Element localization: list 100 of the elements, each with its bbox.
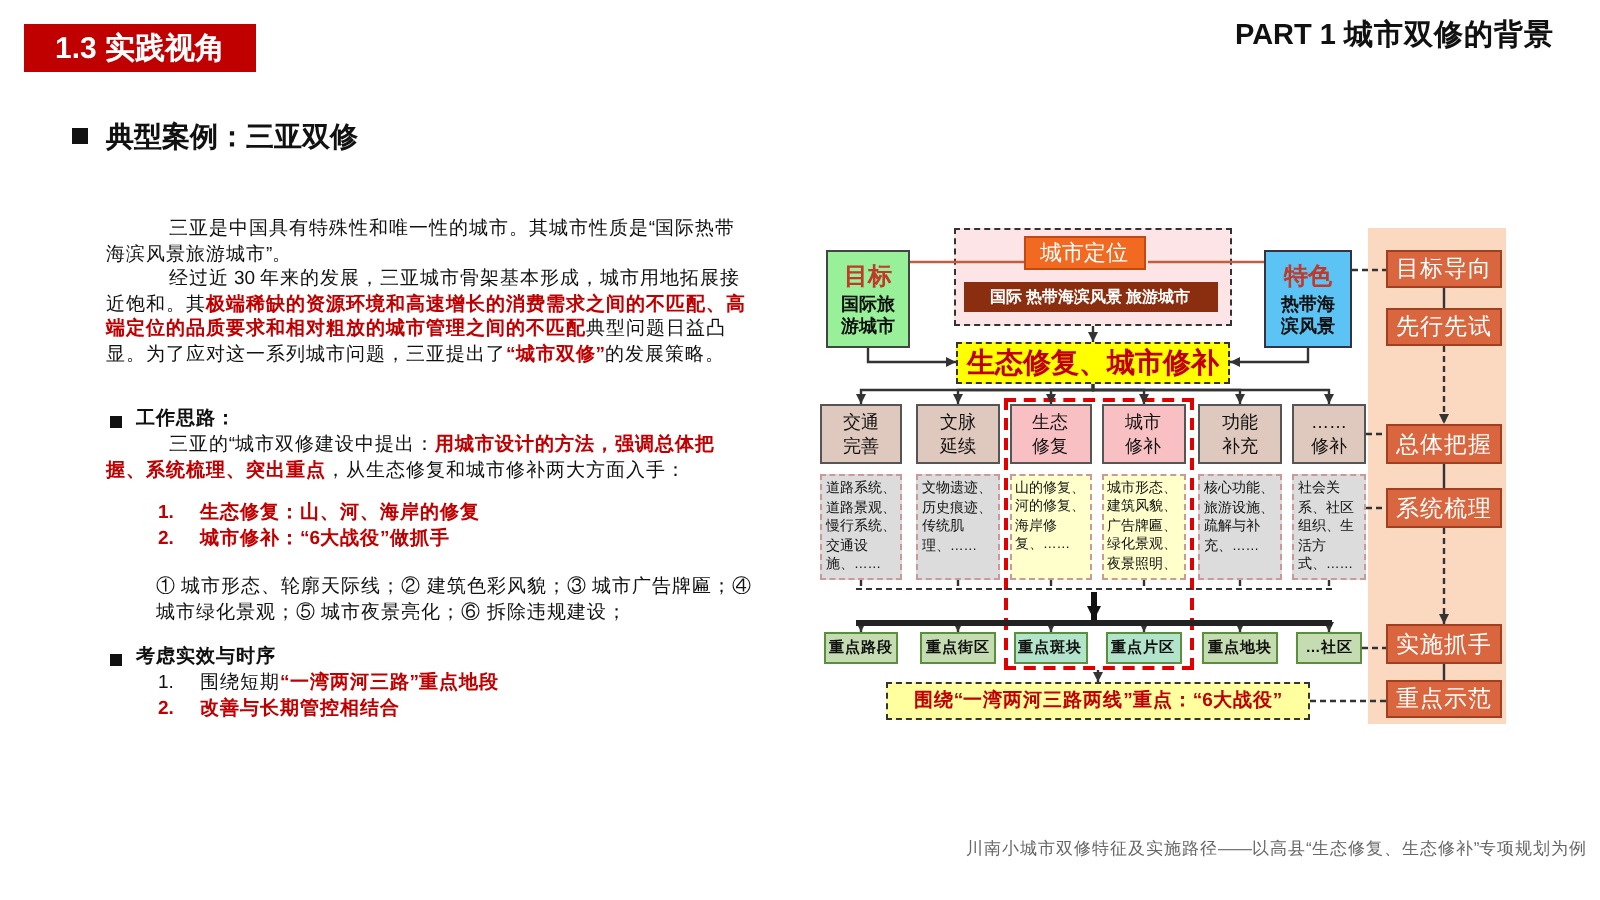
paragraph: 三亚的“城市双修建设中提出：用城市设计的方法，强调总体把握、系统梳理、突出重点，从生态修复和城市修补两大方面入手： <box>106 434 718 484</box>
arrow <box>1235 622 1245 632</box>
campaign-box <box>886 682 1310 720</box>
connector-line <box>1148 260 1264 264</box>
box-title: 实施抓手 <box>1396 630 1492 659</box>
connector-line <box>1366 432 1386 436</box>
list-number: 2. <box>158 698 174 723</box>
step-box <box>1386 250 1502 288</box>
list-item: ① 城市形态、轮廓天际线；② 建筑色彩风貌；③ 城市广告牌匾；④ 城市绿化景观；⑤ 城市夜景亮化；⑥ 拆除违规建设； <box>156 576 754 626</box>
box-title: 文脉延续 <box>938 410 978 458</box>
arrow <box>1087 592 1101 620</box>
connector-line <box>1362 646 1386 650</box>
box-title: 系统梳理 <box>1396 494 1492 523</box>
arrow <box>1439 346 1449 424</box>
connector-line <box>1238 580 1242 588</box>
paragraph: 经过近 30 年来的发展，三亚城市骨架基本形成，城市用地拓展接近饱和。其极端稀缺的资源环境和高速增长的消费需求之间的不匹配、高端定位的品质要求和相对粗放的城市管理之间的不匹配典型问题日益凸显。为了应对这一系列城市问题，三亚提出了“城市双修”的发展策略。 <box>106 268 748 368</box>
box-title: 目标导向 <box>1396 255 1492 284</box>
list-number: 1. <box>158 502 174 527</box>
feature-box <box>1264 250 1352 348</box>
box-title: 重点示范 <box>1396 685 1492 714</box>
category-box <box>1009 403 1091 463</box>
arrow <box>1088 326 1098 342</box>
section-tag <box>24 24 256 72</box>
detail-box <box>1292 474 1366 580</box>
strategy-box <box>956 342 1230 384</box>
connector-line <box>1049 580 1053 588</box>
list-number: 2. <box>158 528 174 553</box>
step-box <box>1386 308 1502 346</box>
arrow <box>1439 528 1449 624</box>
page-title: PART 1 城市双修的背景 <box>1234 18 1554 54</box>
focus-box <box>1013 631 1087 663</box>
arrow <box>1230 348 1310 367</box>
list-item: 围绕短期“一湾两河三路”重点地段 <box>200 672 499 697</box>
list-item: 城市修补：“6大战役”做抓手 <box>200 528 450 553</box>
focus-box <box>1296 632 1362 664</box>
box-text: 热带海滨风景 <box>1278 294 1337 338</box>
list-number: 1. <box>158 672 174 697</box>
goal-box <box>826 250 910 348</box>
detail-box <box>1009 473 1091 579</box>
dashed-bus-line <box>856 588 1332 592</box>
connector-line <box>1366 506 1386 510</box>
box-title: 总体把握 <box>1396 431 1492 459</box>
box-title: 功能补充 <box>1220 410 1260 458</box>
box-title: 生态修复 <box>1030 409 1070 457</box>
connector-line <box>859 580 863 588</box>
arrow <box>1046 622 1056 632</box>
box-title: 围绕“一湾两河三路两线”重点：“6大战役” <box>913 688 1283 714</box>
arrow <box>1046 384 1095 404</box>
category-box <box>1292 404 1366 464</box>
focus-box <box>1202 632 1278 664</box>
connector-line <box>1352 268 1386 272</box>
focus-box <box>824 632 898 664</box>
positioning-box <box>1023 235 1145 269</box>
positioning-box <box>963 281 1217 311</box>
connector-line <box>956 580 960 588</box>
arrow <box>1324 622 1334 632</box>
box-text: 国际旅游城市 <box>839 294 897 338</box>
category-box <box>916 404 1000 464</box>
connector-line <box>1442 464 1446 488</box>
connector-line <box>1442 288 1446 308</box>
box-title: 目标 <box>844 260 892 294</box>
arrow <box>953 622 963 632</box>
category-box <box>820 404 902 464</box>
box-title: 国际 热带海滨风景 旅游城市 <box>989 285 1191 307</box>
bus-line <box>856 620 1332 626</box>
category-box <box>1198 404 1282 464</box>
arrow <box>1139 622 1149 632</box>
arrow <box>856 622 866 632</box>
side-panel <box>1368 228 1506 724</box>
paragraph: 三亚是中国具有特殊性和唯一性的城市。其城市性质是“国际热带海滨风景旅游城市”。 <box>106 218 738 268</box>
subheading: 工作思路： <box>136 408 236 433</box>
box-title: 1.3 实践视角 <box>54 29 226 67</box>
box-title: ……修补 <box>1309 410 1349 458</box>
footer-note: 川南小城市双修特征及实施路径——以高县“生态修复、生态修补”专项规划为例 <box>966 836 1588 861</box>
list-item: 改善与长期管控相结合 <box>200 698 400 723</box>
connector-line <box>910 260 1026 264</box>
list-item: 生态修复：山、河、海岸的修复 <box>200 502 480 527</box>
category-box <box>1101 403 1185 463</box>
focus-box <box>920 632 996 664</box>
step-box <box>1386 424 1502 464</box>
positioning-panel <box>954 228 1232 326</box>
connector-line <box>1442 664 1446 680</box>
step-box <box>1386 680 1502 718</box>
connector-line <box>1310 699 1386 703</box>
arrow <box>866 348 956 367</box>
section-heading: 典型案例：三亚双修 <box>106 118 358 154</box>
step-box <box>1386 488 1502 528</box>
box-title: 城市修补 <box>1123 409 1163 457</box>
detail-box <box>916 474 1000 580</box>
box-title: 特色 <box>1284 260 1332 294</box>
box-title: 先行先试 <box>1396 313 1492 342</box>
arrow <box>1091 384 1334 404</box>
box-title: 城市定位 <box>1040 239 1128 267</box>
subheading: 考虑实效与时序 <box>136 646 276 671</box>
box-title: 交通完善 <box>841 410 881 458</box>
connector-line <box>1327 580 1331 588</box>
box-title: 生态修复、城市修补 <box>967 345 1219 381</box>
detail-box <box>1198 474 1282 580</box>
step-box <box>1386 624 1502 664</box>
highlight-frame <box>1004 398 1194 670</box>
